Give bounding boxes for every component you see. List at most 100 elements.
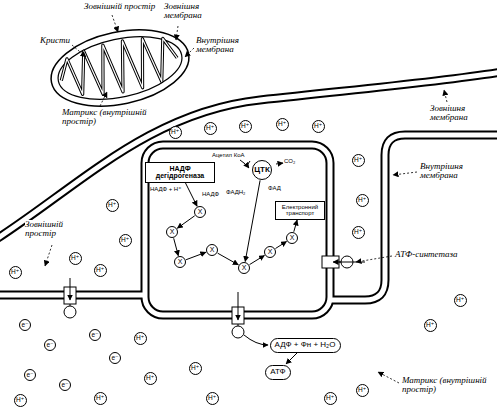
proton-flow-arrows xyxy=(70,160,365,345)
leader-line xyxy=(176,26,178,40)
inset-mitochondrion xyxy=(44,18,196,118)
outer-membrane-fill xyxy=(0,72,497,240)
node-text: X xyxy=(198,208,203,215)
node-text: e⁻ xyxy=(91,332,98,339)
node-text: H⁺ xyxy=(136,335,144,342)
ion-circle: H⁺ xyxy=(204,122,217,135)
part-label: Кристи xyxy=(40,36,70,45)
ion-circle: H⁺ xyxy=(239,120,252,133)
node-text: X xyxy=(170,228,175,235)
ion-circle: H⁺ xyxy=(144,372,157,385)
cristae-inner xyxy=(56,31,182,104)
node-text: НАДФ дегідрогеназа xyxy=(150,165,210,180)
pathway-arrow xyxy=(186,252,206,259)
part-label: Ацетил КоА xyxy=(212,152,245,158)
outer-membrane xyxy=(44,18,196,118)
atp-synthase-head xyxy=(64,306,76,318)
node-text: H⁺ xyxy=(358,387,366,394)
ion-circle: e⁻ xyxy=(19,319,31,331)
part-label: Матрикс (внутрішній простір) xyxy=(62,108,148,127)
leader-line xyxy=(45,245,52,266)
ion-circle: H⁺ xyxy=(454,294,467,307)
membranes-fill xyxy=(0,72,497,315)
reaction-arrow xyxy=(244,335,268,345)
node-text: X xyxy=(178,258,183,265)
ion-circle: H⁺ xyxy=(9,266,22,279)
membranes-outline xyxy=(0,72,497,315)
leader-line xyxy=(185,48,194,57)
inner-membrane-fill xyxy=(330,135,497,300)
outer-membrane xyxy=(0,72,497,240)
ion-circle: H⁺ xyxy=(312,120,325,133)
part-label: Зовнішній простір xyxy=(84,2,155,11)
acetyl-arrow xyxy=(240,160,249,168)
part-label: Зовнішній простір xyxy=(25,220,87,239)
node-text: e⁻ xyxy=(26,372,33,379)
atp-synthases xyxy=(64,256,353,338)
ion-circle: H⁺ xyxy=(352,154,365,167)
node-text: H⁺ xyxy=(358,197,366,204)
ion-circle: X xyxy=(264,246,276,258)
part-label: Зовнішня мембрана xyxy=(164,2,222,21)
ion-circle: X xyxy=(174,256,186,268)
leader-lines xyxy=(45,15,447,383)
node-text: H⁺ xyxy=(108,202,116,209)
node-text: H⁺ xyxy=(171,129,179,136)
node-text: АТФ xyxy=(270,368,285,376)
ion-circle: e⁻ xyxy=(109,352,121,364)
inner-membrane xyxy=(330,135,497,300)
leader-line xyxy=(393,172,417,175)
pathway-arrow xyxy=(218,253,239,265)
node-text: H⁺ xyxy=(121,237,129,244)
node-text: АДФ + Фн + H₂O xyxy=(275,341,336,349)
ion-circle: H⁺ xyxy=(189,362,202,375)
ion-circle: X xyxy=(238,262,250,274)
ion-circle: H⁺ xyxy=(134,332,147,345)
node-text: H⁺ xyxy=(326,395,334,402)
node-text: X xyxy=(242,264,247,271)
ion-circle: e⁻ xyxy=(24,369,36,381)
ion-circle: X xyxy=(286,232,298,244)
node-text: H⁺ xyxy=(241,123,249,130)
node-text: H⁺ xyxy=(354,157,362,164)
ion-circle: X xyxy=(206,244,218,256)
part-label: Матрикс (внутрішній простір) xyxy=(402,376,490,395)
node-text: H⁺ xyxy=(71,255,79,262)
proton-arrow xyxy=(70,278,71,300)
node-text: H⁺ xyxy=(354,229,362,236)
ion-circle: X xyxy=(194,206,206,218)
molecule-box: АТФ xyxy=(265,365,291,380)
pathway-arrow xyxy=(294,220,297,232)
ion-circle: H⁺ xyxy=(119,234,132,247)
node-text: ЦТК xyxy=(254,166,270,174)
leader-line xyxy=(100,92,107,106)
atp-synthase-head xyxy=(232,326,244,338)
cristae xyxy=(56,31,182,104)
ion-circle: H⁺ xyxy=(276,118,289,131)
leader-line xyxy=(112,15,118,32)
ion-circle: H⁺ xyxy=(94,392,107,405)
node-text: H⁺ xyxy=(456,297,464,304)
acetyl-arrow xyxy=(248,161,250,164)
node-text: e⁻ xyxy=(61,382,68,389)
node-text: H⁺ xyxy=(96,395,104,402)
pathway-arrow xyxy=(286,353,297,364)
pathway-arrow xyxy=(245,180,260,261)
ion-circle: H⁺ xyxy=(94,264,107,277)
proton-arrow xyxy=(238,292,239,320)
ion-circle: H⁺ xyxy=(206,392,219,405)
ion-circle: ЦТК xyxy=(252,160,272,180)
node-text: H⁺ xyxy=(11,269,19,276)
molecule-box: АДФ + Фн + H₂O xyxy=(270,338,341,353)
node-text: H⁺ xyxy=(206,125,214,132)
node-text: e⁻ xyxy=(111,355,118,362)
node-text: H⁺ xyxy=(314,123,322,130)
leader-line xyxy=(378,372,399,383)
inner-membrane-fold xyxy=(145,145,330,315)
leader-line xyxy=(72,45,86,57)
leader-line xyxy=(444,90,447,102)
